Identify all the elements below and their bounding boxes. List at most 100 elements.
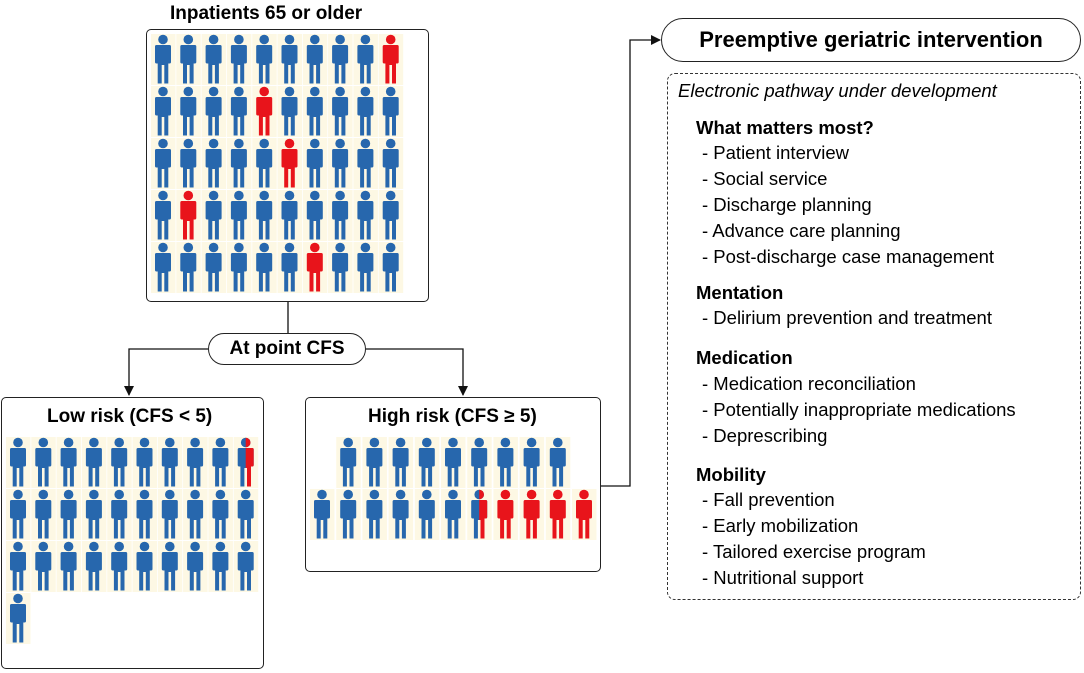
person-icon	[353, 242, 378, 293]
person-icon	[81, 489, 107, 540]
section-heading: Mobility	[696, 464, 766, 485]
person-icon	[226, 34, 252, 85]
person-icon	[176, 190, 201, 241]
person-icon	[302, 86, 328, 137]
person-icon	[328, 86, 353, 137]
person-icon	[328, 34, 353, 85]
person-icon	[519, 489, 545, 540]
person-icon	[353, 34, 378, 85]
person-icon	[151, 34, 176, 85]
section-heading: Medication	[696, 347, 793, 368]
person-icon	[277, 190, 302, 241]
person-icon	[336, 437, 361, 488]
section-item: - Tailored exercise program	[702, 541, 926, 562]
person-icon	[208, 437, 233, 488]
person-icon	[328, 190, 353, 241]
person-icon	[201, 138, 227, 189]
person-icon	[208, 489, 233, 540]
person-icon	[226, 86, 252, 137]
inpatients-grid	[151, 34, 411, 301]
section-item: - Deprescribing	[702, 425, 828, 446]
section-item: - Potentially inappropriate medications	[702, 399, 1016, 420]
inpatients-panel	[146, 29, 429, 302]
person-icon	[226, 242, 252, 293]
person-icon	[388, 437, 414, 488]
high-risk-title: High risk (CFS ≥ 5)	[368, 406, 537, 427]
person-icon	[467, 489, 492, 540]
section-item: - Nutritional support	[702, 567, 864, 588]
person-icon	[277, 138, 302, 189]
person-icon	[233, 489, 259, 540]
person-icon	[107, 489, 132, 540]
section-item: - Advance care planning	[702, 220, 901, 241]
person-icon	[226, 190, 252, 241]
person-icon	[493, 489, 518, 540]
person-icon	[353, 190, 378, 241]
section-item: - Patient interview	[702, 142, 850, 163]
section-item: - Social service	[702, 168, 828, 189]
section-heading: Mentation	[696, 282, 784, 303]
person-icon	[493, 437, 518, 488]
person-icon	[252, 86, 277, 137]
person-icon	[378, 190, 404, 241]
person-icon	[107, 541, 132, 592]
high-risk-panel: High risk (CFS ≥ 5)	[305, 397, 601, 572]
person-icon	[414, 437, 440, 488]
person-icon	[226, 138, 252, 189]
intervention-pill: Preemptive geriatric intervention	[661, 18, 1081, 62]
person-icon	[233, 541, 259, 592]
person-icon	[336, 489, 361, 540]
section-item: - Discharge planning	[702, 194, 872, 215]
person-icon	[310, 489, 335, 540]
person-icon	[176, 86, 201, 137]
person-icon	[388, 489, 414, 540]
person-icon	[151, 190, 176, 241]
person-icon	[6, 489, 31, 540]
person-icon	[6, 437, 31, 488]
person-icon	[362, 437, 387, 488]
person-icon	[414, 489, 440, 540]
person-icon	[56, 541, 82, 592]
person-icon	[132, 541, 157, 592]
person-icon	[328, 138, 353, 189]
person-icon	[183, 437, 208, 488]
person-icon	[31, 541, 56, 592]
person-icon	[81, 541, 107, 592]
person-icon	[302, 34, 328, 85]
low-risk-grid	[6, 437, 264, 654]
person-icon	[176, 242, 201, 293]
person-icon	[183, 541, 208, 592]
person-icon	[6, 593, 31, 644]
person-icon	[6, 541, 31, 592]
person-icon	[378, 138, 404, 189]
person-icon	[378, 34, 404, 85]
person-icon	[252, 242, 277, 293]
person-icon	[201, 86, 227, 137]
person-icon	[56, 437, 82, 488]
person-icon	[252, 34, 277, 85]
person-icon	[441, 489, 466, 540]
person-icon	[353, 138, 378, 189]
section-item: - Delirium prevention and treatment	[702, 307, 992, 328]
high-risk-grid	[310, 437, 602, 550]
person-icon	[378, 242, 404, 293]
person-icon	[362, 489, 387, 540]
person-icon	[302, 138, 328, 189]
person-icon	[183, 489, 208, 540]
section-item: - Post-discharge case management	[702, 246, 995, 267]
pathway-box: Electronic pathway under development Wha…	[667, 73, 1081, 600]
person-icon	[252, 190, 277, 241]
person-icon	[233, 437, 259, 488]
low-risk-title: Low risk (CFS < 5)	[47, 406, 213, 427]
person-icon	[467, 437, 492, 488]
person-icon	[157, 541, 183, 592]
person-icon	[545, 437, 571, 488]
person-icon	[176, 138, 201, 189]
person-icon	[252, 138, 277, 189]
person-icon	[201, 190, 227, 241]
person-icon	[302, 242, 328, 293]
person-icon	[572, 489, 597, 540]
section-item: - Early mobilization	[702, 515, 859, 536]
person-icon	[378, 86, 404, 137]
